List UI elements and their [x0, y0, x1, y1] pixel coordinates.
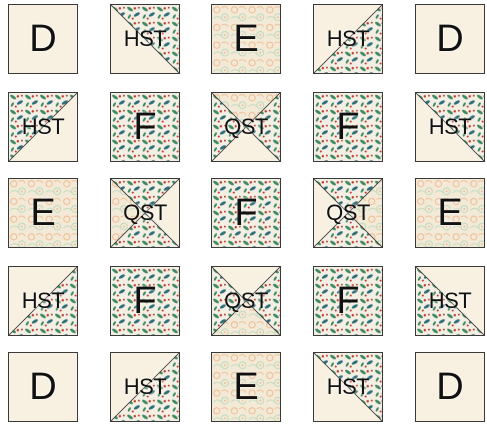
patch-fabric — [9, 93, 77, 161]
patch-fabric — [212, 93, 280, 161]
quilt-unit-r4c5: HST — [415, 266, 485, 336]
quilt-unit-r3c5: E — [415, 178, 485, 248]
patch-fabric — [9, 353, 77, 421]
patch-fabric — [416, 93, 484, 161]
quilt-unit-r2c4: F — [313, 92, 383, 162]
patch-fabric — [9, 5, 77, 73]
patch-fabric — [212, 5, 280, 73]
quilt-unit-r2c3: QST — [211, 92, 281, 162]
quilt-unit-r2c2: F — [110, 92, 180, 162]
quilt-unit-r1c2: HST — [110, 4, 180, 74]
quilt-unit-r2c5: HST — [415, 92, 485, 162]
patch-fabric — [111, 93, 179, 161]
patch-fabric — [111, 267, 179, 335]
patch-fabric — [111, 353, 179, 421]
quilt-unit-r4c4: F — [313, 266, 383, 336]
patch-fabric — [416, 179, 484, 247]
quilt-unit-r3c3: F — [211, 178, 281, 248]
quilt-unit-r3c1: E — [8, 178, 78, 248]
patch-fabric — [111, 179, 179, 247]
patch-fabric — [314, 353, 382, 421]
quilt-unit-r1c3: E — [211, 4, 281, 74]
quilt-unit-r2c1: HST — [8, 92, 78, 162]
patch-fabric — [111, 5, 179, 73]
quilt-unit-r4c1: HST — [8, 266, 78, 336]
patch-fabric — [314, 93, 382, 161]
patch-fabric — [314, 179, 382, 247]
quilt-unit-r5c3: E — [211, 352, 281, 422]
quilt-unit-r3c2: QST — [110, 178, 180, 248]
quilt-unit-r5c5: D — [415, 352, 485, 422]
quilt-unit-r4c3: QST — [211, 266, 281, 336]
patch-fabric — [314, 5, 382, 73]
patch-fabric — [416, 5, 484, 73]
quilt-unit-r5c4: HST — [313, 352, 383, 422]
quilt-unit-r4c2: F — [110, 266, 180, 336]
patch-fabric — [314, 267, 382, 335]
patch-fabric — [212, 353, 280, 421]
quilt-unit-r1c1: D — [8, 4, 78, 74]
patch-fabric — [9, 267, 77, 335]
patch-fabric — [212, 267, 280, 335]
quilt-unit-r1c4: HST — [313, 4, 383, 74]
patch-fabric — [416, 267, 484, 335]
quilt-unit-r5c2: HST — [110, 352, 180, 422]
patch-fabric — [9, 179, 77, 247]
quilt-unit-r3c4: QST — [313, 178, 383, 248]
patch-fabric — [416, 353, 484, 421]
quilt-unit-r1c5: D — [415, 4, 485, 74]
quilt-unit-r5c1: D — [8, 352, 78, 422]
patch-fabric — [212, 179, 280, 247]
